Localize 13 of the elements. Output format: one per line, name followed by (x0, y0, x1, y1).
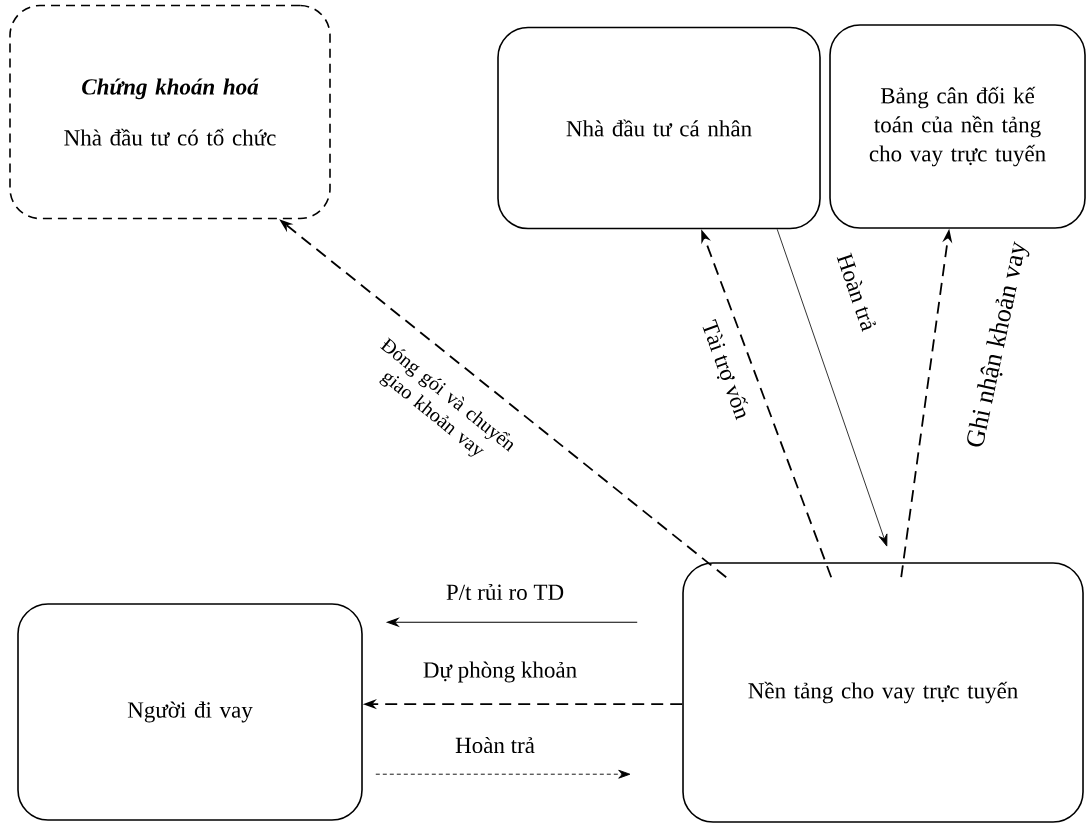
rounded-box: Bảng cân đối kế toán của nền tảng cho vay trực tuyến (829, 24, 1086, 229)
edge-label: Dự phòng khoản (421, 660, 579, 684)
edge-label: P/t rủi ro TD (444, 582, 566, 602)
arrow (375, 769, 631, 779)
arrow (776, 228, 888, 547)
rounded-box: Người đi vay (17, 603, 363, 821)
edge-label: Tài trợ vốn (696, 316, 754, 424)
edge-label: Ghi nhận khoản vay (963, 238, 1033, 452)
rounded-box: Nền tảng cho vay trực tuyến (682, 562, 1084, 823)
edge-label: Hoàn trả (454, 735, 536, 755)
rounded-box: Nhà đầu tư cá nhân (497, 26, 821, 230)
rounded-box: Chứng khoán hoá Nhà đầu tư có tổ chức (9, 4, 331, 220)
edge-label: Hoàn trả (835, 250, 879, 334)
